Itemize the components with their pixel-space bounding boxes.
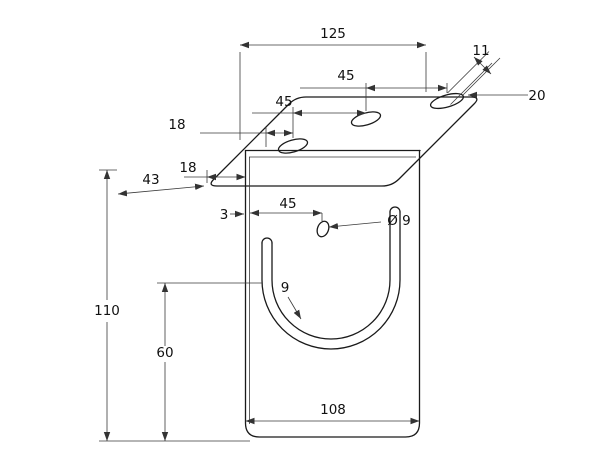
top-flange — [210, 92, 478, 187]
dim-overall-height: 110 — [94, 169, 120, 441]
extension-line — [462, 57, 501, 96]
dim-slot-length: 20 — [462, 57, 546, 104]
dim-thickness-label: 3 — [220, 207, 229, 223]
dim-overall-height-label: 110 — [94, 303, 120, 319]
dim-front-overhang-label: 18 — [179, 160, 196, 176]
dim-slot-spacing-left-label: 45 — [275, 94, 292, 110]
mounting-slot-middle — [350, 111, 382, 127]
dim-rim-width-label: 9 — [281, 280, 290, 296]
dim-front-overhang: 18 — [179, 160, 246, 183]
dimension-leader — [328, 221, 382, 230]
dim-thickness: 3 — [220, 207, 244, 223]
dim-base-width-label: 108 — [320, 402, 346, 418]
dim-hole-diameter-label: Ø 9 — [387, 213, 411, 229]
dim-hole-position: 45 — [250, 196, 323, 221]
dimension-line — [473, 56, 492, 75]
dim-slot-edge-offset-label: 18 — [168, 117, 185, 133]
dim-slot-spacing-left: 45 — [252, 94, 366, 138]
u-cutout-right-cap — [389, 206, 401, 213]
dim-overall-width-label: 125 — [320, 26, 346, 42]
top-flange-outline — [210, 96, 478, 187]
vertical-plate-outline — [244, 149, 421, 438]
u-cutout-inner — [271, 211, 391, 340]
dim-slot-length-label: 20 — [528, 88, 545, 104]
dim-base-width: 108 — [99, 402, 420, 442]
vertical-plate — [244, 149, 421, 438]
dim-slot-width: 11 — [447, 43, 493, 105]
mounting-slot-right — [429, 92, 465, 110]
dim-slot-spacing-right-label: 45 — [337, 68, 354, 84]
dim-hole-position-label: 45 — [279, 196, 296, 212]
dim-rim-width: 9 — [281, 280, 302, 320]
dim-arc-center-height-label: 60 — [156, 345, 173, 361]
mounting-slot-left — [277, 138, 309, 154]
dim-hole-diameter: Ø 9 — [328, 213, 411, 230]
dim-overall-width: 125 — [239, 26, 427, 140]
dim-slot-width-label: 11 — [472, 43, 489, 59]
dimension-line — [117, 183, 205, 197]
u-cutout-left-cap — [261, 237, 273, 244]
u-cutout-outer — [261, 211, 401, 350]
dimension-leader — [287, 296, 302, 320]
dim-flange-depth: 43 — [117, 172, 205, 197]
dim-slot-edge-offset: 18 — [168, 117, 293, 147]
dim-arc-center-height: 60 — [156, 282, 262, 441]
dim-slot-spacing-right: 45 — [300, 68, 448, 111]
center-hole — [316, 220, 330, 238]
dim-flange-depth-label: 43 — [142, 172, 159, 188]
